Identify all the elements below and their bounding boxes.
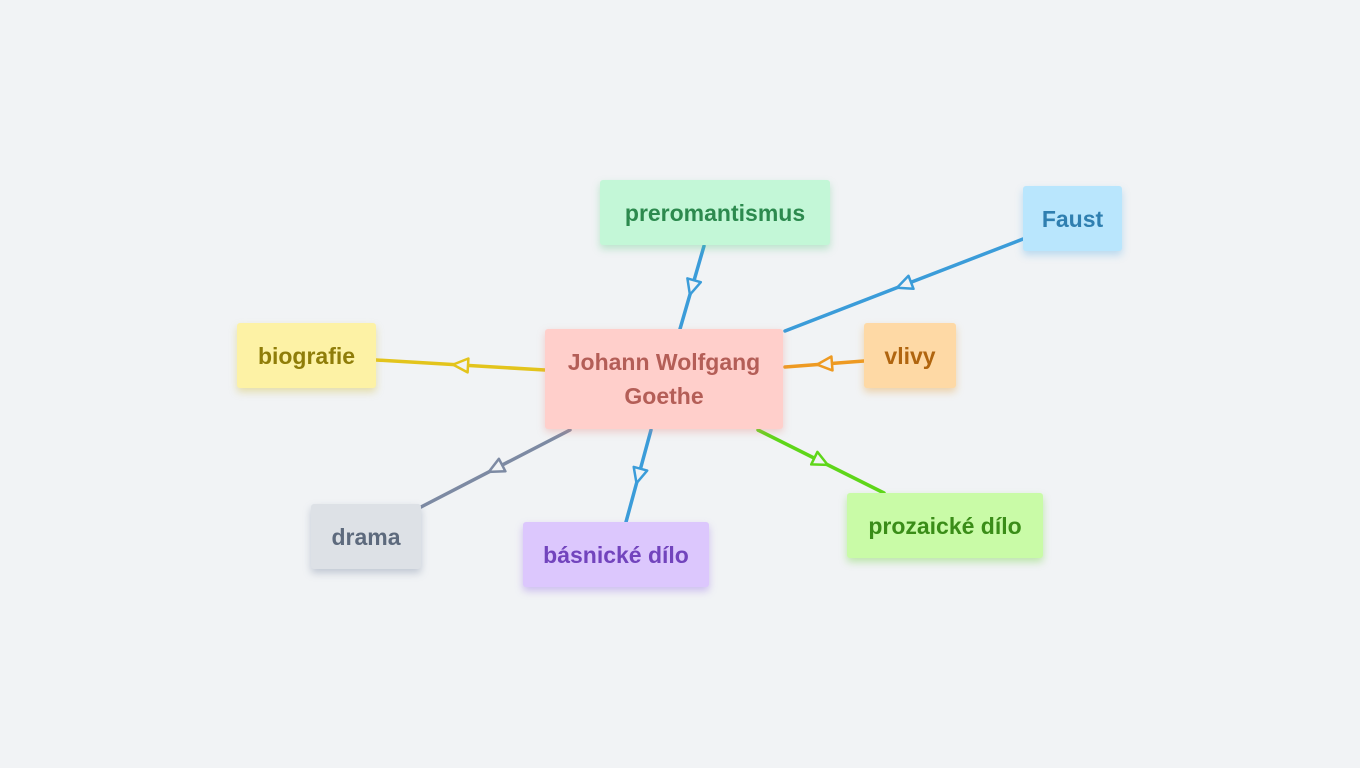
edge-basnicke <box>624 428 653 524</box>
topic-node-drama[interactable]: drama <box>311 504 421 569</box>
topic-label: prozaické dílo <box>868 512 1022 539</box>
edge-prerom <box>678 244 706 331</box>
edge-prozaicke <box>756 428 886 495</box>
topic-node-prozaicke-dilo[interactable]: prozaické dílo <box>847 493 1043 558</box>
edge-faust <box>783 237 1025 333</box>
central-topic-node[interactable]: Johann Wolfgang Goethe <box>545 329 783 429</box>
topic-label: drama <box>331 523 401 550</box>
edge-vlivy <box>783 355 866 372</box>
topic-label: vlivy <box>884 342 936 369</box>
edge-biografie <box>374 357 547 374</box>
topic-label: biografie <box>257 342 356 369</box>
central-topic-label: Johann Wolfgang Goethe <box>567 349 761 409</box>
edge-drama <box>419 428 572 509</box>
topic-node-biografie[interactable]: biografie <box>237 323 376 388</box>
topic-node-vlivy[interactable]: vlivy <box>864 323 956 388</box>
topic-node-preromantismus[interactable]: preromantismus <box>600 180 830 245</box>
topic-node-basnicke-dilo[interactable]: básnické dílo <box>523 522 709 587</box>
topic-label: básnické dílo <box>543 541 689 568</box>
topic-node-faust[interactable]: Faust <box>1023 186 1122 251</box>
topic-label: preromantismus <box>624 199 806 226</box>
topic-label: Faust <box>1041 205 1104 232</box>
